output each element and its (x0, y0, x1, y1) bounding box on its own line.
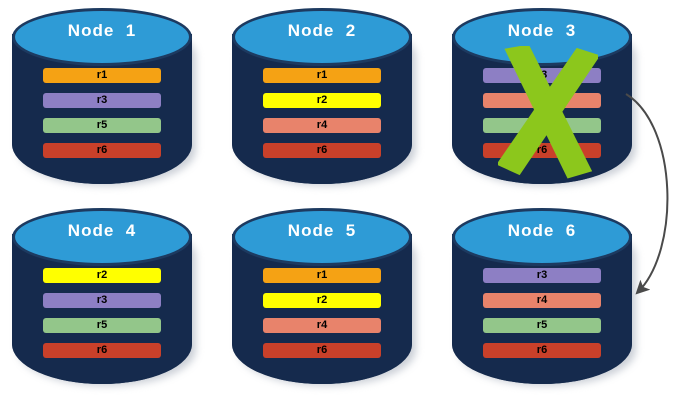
database-node-4[interactable]: Node 4 r2 r3 r5 r6 (12, 208, 196, 388)
record-bar-r4[interactable]: r4 (263, 318, 381, 333)
record-bar-r1[interactable]: r1 (263, 268, 381, 283)
record-bar-r3[interactable]: r3 (483, 68, 601, 83)
record-bar-r4[interactable]: r4 (483, 93, 601, 108)
record-replica-list: r1 r2 r4 r6 (263, 68, 381, 168)
record-bar-r6[interactable]: r6 (483, 343, 601, 358)
node-title-label: Node 1 (67, 21, 137, 40)
database-node-6[interactable]: Node 6 r3 r4 r5 r6 (452, 208, 636, 388)
record-bar-r2[interactable]: r2 (263, 93, 381, 108)
record-bar-r4[interactable]: r4 (263, 118, 381, 133)
node-cylinder-top (232, 8, 412, 66)
record-bar-r1[interactable]: r1 (263, 68, 381, 83)
record-bar-r6[interactable]: r6 (43, 143, 161, 158)
record-replica-list: r2 r3 r5 r6 (43, 268, 161, 368)
record-replica-list: r1 r2 r4 r6 (263, 268, 381, 368)
node-cylinder-top (12, 208, 192, 266)
node-title-label: Node 4 (67, 221, 137, 240)
record-bar-r1[interactable]: r1 (43, 68, 161, 83)
record-bar-r5[interactable]: r5 (483, 118, 601, 133)
node-title-label: Node 5 (287, 221, 357, 240)
record-bar-r2[interactable]: r2 (43, 268, 161, 283)
record-bar-r3[interactable]: r3 (483, 268, 601, 283)
record-bar-r2[interactable]: r2 (263, 293, 381, 308)
record-replica-list: r3 r4 r5 r6 (483, 268, 601, 368)
database-node-1[interactable]: Node 1 r1 r3 r5 r6 (12, 8, 196, 188)
record-bar-r6[interactable]: r6 (263, 143, 381, 158)
node-cylinder-top (12, 8, 192, 66)
database-node-2[interactable]: Node 2 r1 r2 r4 r6 (232, 8, 416, 188)
database-node-3[interactable]: Node 3 r3 r4 r5 r6 (452, 8, 636, 188)
record-replica-list: r1 r3 r5 r6 (43, 68, 161, 168)
node-title-label: Node 3 (507, 21, 577, 40)
record-replica-list: r3 r4 r5 r6 (483, 68, 601, 168)
record-bar-r6[interactable]: r6 (483, 143, 601, 158)
record-bar-r5[interactable]: r5 (483, 318, 601, 333)
record-bar-r6[interactable]: r6 (263, 343, 381, 358)
record-bar-r3[interactable]: r3 (43, 93, 161, 108)
record-bar-r4[interactable]: r4 (483, 293, 601, 308)
record-bar-r5[interactable]: r5 (43, 118, 161, 133)
node-cylinder-top (232, 208, 412, 266)
node-title-label: Node 6 (507, 221, 577, 240)
database-node-5[interactable]: Node 5 r1 r2 r4 r6 (232, 208, 416, 388)
node-title-label: Node 2 (287, 21, 357, 40)
record-bar-r3[interactable]: r3 (43, 293, 161, 308)
record-bar-r6[interactable]: r6 (43, 343, 161, 358)
record-bar-r5[interactable]: r5 (43, 318, 161, 333)
